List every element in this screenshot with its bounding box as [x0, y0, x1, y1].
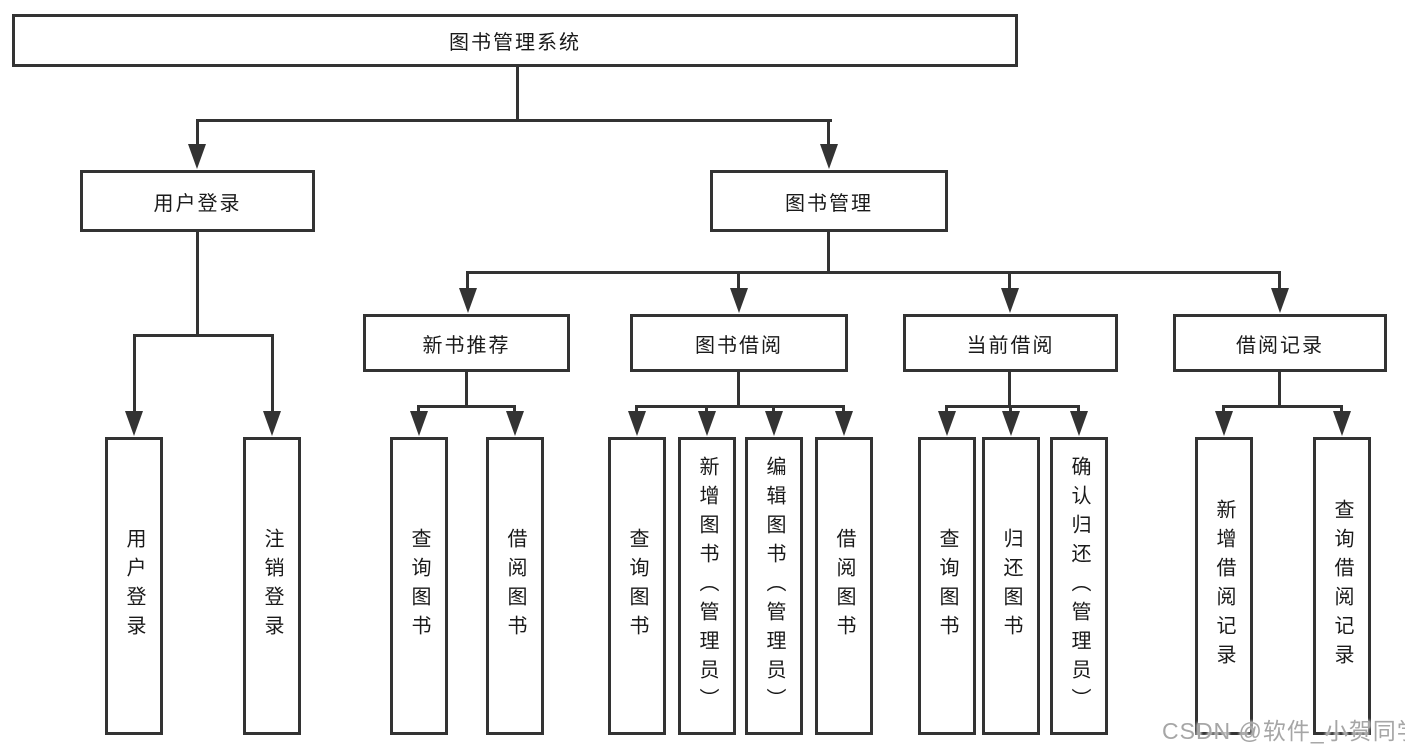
- leaf-add-borrow-record: 新增借阅记录: [1195, 437, 1253, 735]
- leaf-user-login: 用户登录: [105, 437, 163, 735]
- connector-book-mgmt-stub: [827, 232, 830, 273]
- watermark-csdn: CSDN @软件_小贺同学: [1162, 718, 1405, 744]
- arrow-down-icon: [410, 411, 428, 436]
- connector-arrow-stem: [1340, 405, 1343, 413]
- connector-rec-stub: [465, 372, 468, 406]
- arrow-down-icon: [835, 411, 853, 436]
- node-new-book-recommendation: 新书推荐: [363, 314, 570, 372]
- connector-arrow-stem: [827, 119, 830, 146]
- arrow-down-icon: [1001, 288, 1019, 313]
- leaf-label: 新增图书（管理员）: [696, 455, 718, 717]
- connector-arrow-stem: [196, 119, 199, 146]
- leaf-label: 查询借阅记录: [1331, 499, 1353, 673]
- connector-arrow-stem: [737, 271, 740, 290]
- arrow-down-icon: [188, 144, 206, 169]
- arrow-down-icon: [263, 411, 281, 436]
- connector-records-stub: [1278, 372, 1281, 406]
- connector-arrow-stem: [1077, 405, 1080, 413]
- leaf-borrow-books: 借阅图书: [815, 437, 873, 735]
- arrow-down-icon: [820, 144, 838, 169]
- connector-arrow-stem: [133, 334, 136, 413]
- arrow-down-icon: [765, 411, 783, 436]
- arrow-down-icon: [730, 288, 748, 313]
- node-current-borrowing: 当前借阅: [903, 314, 1118, 372]
- leaf-label: 查询图书: [408, 528, 430, 644]
- connector-rec-rail: [417, 405, 516, 408]
- connector-arrow-stem: [772, 405, 775, 413]
- arrow-down-icon: [628, 411, 646, 436]
- leaf-label: 编辑图书（管理员）: [763, 455, 785, 717]
- leaf-label: 归还图书: [1000, 528, 1022, 644]
- connector-arrow-stem: [466, 271, 469, 290]
- node-label: 图书管理: [785, 192, 873, 215]
- node-borrowing-records: 借阅记录: [1173, 314, 1387, 372]
- leaf-logout: 注销登录: [243, 437, 301, 735]
- connector-records-rail: [1222, 405, 1343, 408]
- leaf-confirm-return-admin: 确认归还（管理员）: [1050, 437, 1108, 735]
- arrow-down-icon: [459, 288, 477, 313]
- leaf-query-books-current: 查询图书: [918, 437, 976, 735]
- leaf-edit-books-admin: 编辑图书（管理员）: [745, 437, 803, 735]
- arrow-down-icon: [1002, 411, 1020, 436]
- arrow-down-icon: [1333, 411, 1351, 436]
- connector-user-login-rail: [133, 334, 274, 337]
- arrow-down-icon: [1215, 411, 1233, 436]
- connector-arrow-stem: [271, 334, 274, 413]
- connector-user-login-stub: [196, 232, 199, 335]
- arrow-down-icon: [938, 411, 956, 436]
- leaf-label: 查询图书: [626, 528, 648, 644]
- connector-arrow-stem: [842, 405, 845, 413]
- connector-arrow-stem: [513, 405, 516, 413]
- connector-arrow-stem: [945, 405, 948, 413]
- leaf-label: 查询图书: [936, 528, 958, 644]
- connector-root-stub: [516, 67, 519, 120]
- node-book-management: 图书管理: [710, 170, 948, 232]
- connector-book-mgmt-rail: [466, 271, 1281, 274]
- connector-arrow-stem: [635, 405, 638, 413]
- connector-arrow-stem: [1222, 405, 1225, 413]
- leaf-label: 用户登录: [123, 528, 145, 644]
- leaf-label: 借阅图书: [833, 528, 855, 644]
- node-book-borrowing: 图书借阅: [630, 314, 848, 372]
- leaf-label: 注销登录: [261, 528, 283, 644]
- connector-arrow-stem: [1278, 271, 1281, 290]
- node-label: 用户登录: [153, 192, 242, 215]
- connector-current-stub: [1008, 372, 1011, 406]
- node-library-management-system: 图书管理系统: [12, 14, 1018, 67]
- leaf-label: 新增借阅记录: [1213, 499, 1235, 673]
- leaf-add-books-admin: 新增图书（管理员）: [678, 437, 736, 735]
- connector-current-rail: [945, 405, 1080, 408]
- arrow-down-icon: [698, 411, 716, 436]
- node-label: 借阅记录: [1236, 334, 1324, 357]
- leaf-borrow-books-recommend: 借阅图书: [486, 437, 544, 735]
- node-user-login: 用户登录: [80, 170, 315, 232]
- connector-arrow-stem: [417, 405, 420, 413]
- leaf-return-books: 归还图书: [982, 437, 1040, 735]
- arrow-down-icon: [1070, 411, 1088, 436]
- connector-arrow-stem: [1008, 271, 1011, 290]
- leaf-label: 借阅图书: [504, 528, 526, 644]
- connector-borrow-stub: [737, 372, 740, 406]
- leaf-query-books-borrowing: 查询图书: [608, 437, 666, 735]
- connector-arrow-stem: [705, 405, 708, 413]
- node-label: 图书管理系统: [449, 32, 581, 54]
- leaf-query-borrow-record: 查询借阅记录: [1313, 437, 1371, 735]
- node-label: 新书推荐: [422, 334, 511, 357]
- connector-borrow-rail: [635, 405, 845, 408]
- arrow-down-icon: [506, 411, 524, 436]
- node-label: 当前借阅: [966, 334, 1055, 357]
- arrow-down-icon: [1271, 288, 1289, 313]
- connector-root-rail: [196, 119, 832, 122]
- connector-arrow-stem: [1009, 405, 1012, 413]
- arrow-down-icon: [125, 411, 143, 436]
- leaf-query-books-recommend: 查询图书: [390, 437, 448, 735]
- node-label: 图书借阅: [695, 334, 783, 357]
- leaf-label: 确认归还（管理员）: [1068, 455, 1090, 717]
